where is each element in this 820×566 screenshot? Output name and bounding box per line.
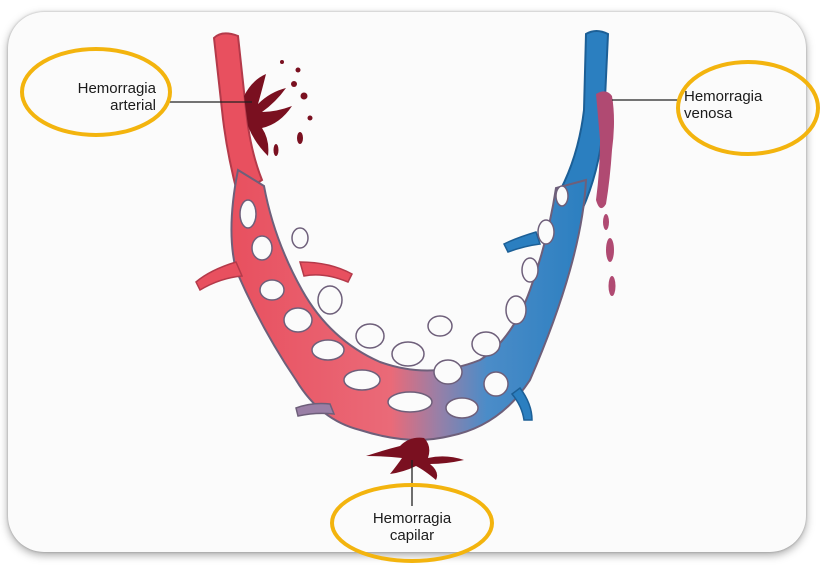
vein-branch [504,232,540,252]
capillary-hemorrhage-label: Hemorragia capilar [350,510,474,544]
mixed-branch [296,404,334,417]
arterial-bleed [244,60,313,156]
arterial-label-line2: arterial [30,97,156,114]
arterial-hemorrhage-label: Hemorragia arterial [30,80,156,114]
arterial-label-line1: Hemorragia [30,80,156,97]
venous-label-line2: venosa [684,105,794,122]
capillary-label-line1: Hemorragia [350,510,474,527]
capillary-label-line2: capilar [350,527,474,544]
artery-branch [300,262,352,282]
capillary-bleed [366,438,464,480]
venous-bleed [596,91,616,296]
vein-branch [512,388,532,420]
artery-branch [196,262,242,290]
venous-label-line1: Hemorragia [684,88,794,105]
venous-hemorrhage-label: Hemorragia venosa [684,88,794,122]
